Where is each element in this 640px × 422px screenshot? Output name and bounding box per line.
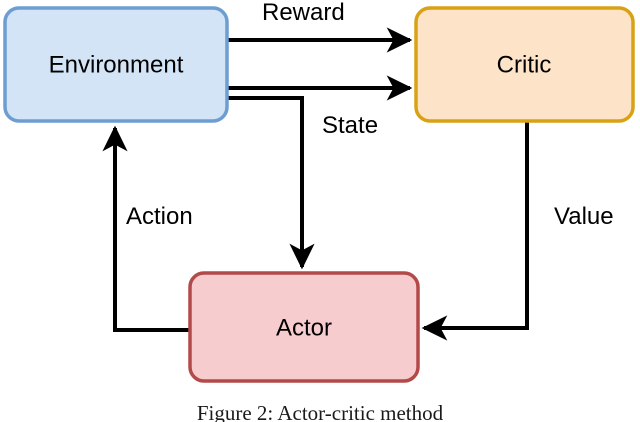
node-actor-box[interactable] [188, 271, 420, 383]
edge-value-line [421, 121, 529, 341]
node-actor[interactable]: Actor [188, 271, 420, 383]
edge-value [421, 121, 529, 341]
node-critic-box[interactable] [414, 6, 635, 123]
node-environment-label: Environment [49, 51, 184, 78]
edge-action [102, 125, 192, 332]
edge-state [227, 75, 413, 270]
node-critic[interactable]: Critic [414, 6, 635, 123]
node-critic-label: Critic [497, 51, 552, 78]
edge-label-state: State [322, 112, 378, 139]
edge-action-line [102, 125, 192, 332]
node-environment[interactable]: Environment [3, 6, 229, 123]
edge-label-value: Value [554, 203, 614, 230]
node-environment-box[interactable] [3, 6, 229, 123]
edge-label-reward: Reward [262, 0, 345, 26]
edge-state-line-to-actor [227, 96, 315, 270]
figure-caption: Figure 2: Actor-critic method [197, 401, 444, 422]
node-actor-label: Actor [276, 314, 332, 341]
edge-label-action: Action [126, 203, 193, 230]
